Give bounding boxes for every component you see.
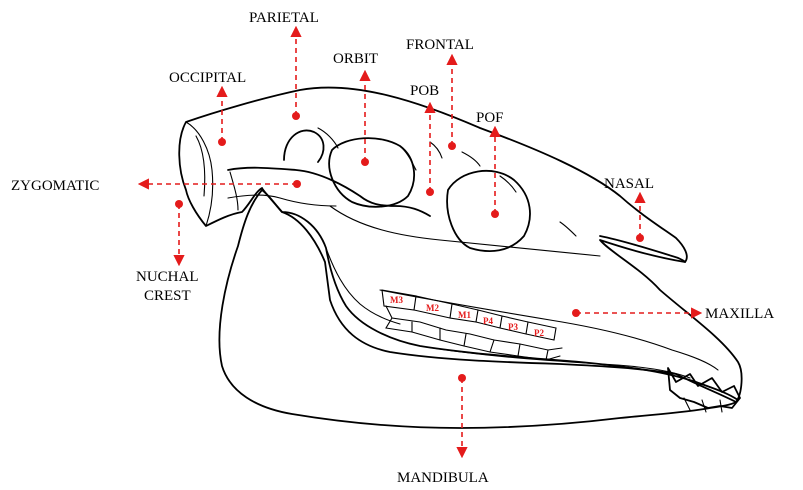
label-mandibula: MANDIBULA (397, 470, 489, 486)
dot-occipital (218, 138, 226, 146)
dot-nasal (636, 234, 644, 242)
dot-orbit (361, 158, 369, 166)
dot-mandibula (458, 374, 466, 382)
dot-parietal (292, 112, 300, 120)
label-zygomatic: ZYGOMATIC (11, 178, 99, 194)
dot-zygomatic (293, 180, 301, 188)
tooth-row: M3 M2 M1 P4 P3 P2 (382, 290, 562, 360)
label-occipital: OCCIPITAL (169, 70, 246, 86)
tooth-p2: P2 (534, 328, 544, 338)
occipital-inner (196, 136, 205, 196)
zygomatic-lower (228, 195, 336, 206)
skull-outline (179, 88, 741, 412)
label-maxilla: MAXILLA (705, 306, 774, 322)
orbit-outline (329, 138, 414, 207)
dot-pob (426, 188, 434, 196)
occipital-ridge (186, 122, 213, 226)
tooth-p4: P4 (483, 316, 493, 326)
label-nuchal: NUCHAL (136, 269, 199, 285)
facial-crest (330, 206, 600, 256)
mandible-outline (219, 190, 738, 428)
parietal-process (284, 130, 324, 162)
label-pob: POB (410, 83, 439, 99)
dot-nuchal-crest (175, 200, 183, 208)
upper-sutures (318, 128, 576, 236)
tooth-m2: M2 (426, 303, 439, 313)
dot-maxilla (572, 309, 580, 317)
mandible (219, 190, 738, 428)
cranium-outline (179, 88, 741, 402)
pof-outline (447, 171, 530, 251)
tooth-m3: M3 (390, 295, 403, 305)
label-pof: POF (476, 110, 504, 126)
zygomatic-strut (230, 172, 238, 210)
label-nasal: NASAL (604, 176, 654, 192)
dot-frontal (448, 142, 456, 150)
label-orbit: ORBIT (333, 51, 378, 67)
tooth-m1: M1 (458, 310, 471, 320)
tooth-p3: P3 (508, 322, 518, 332)
label-crest: CREST (144, 288, 191, 304)
dot-pof (491, 210, 499, 218)
label-parietal: PARIETAL (249, 10, 319, 26)
label-frontal: FRONTAL (406, 37, 474, 53)
origin-dots (175, 112, 644, 382)
